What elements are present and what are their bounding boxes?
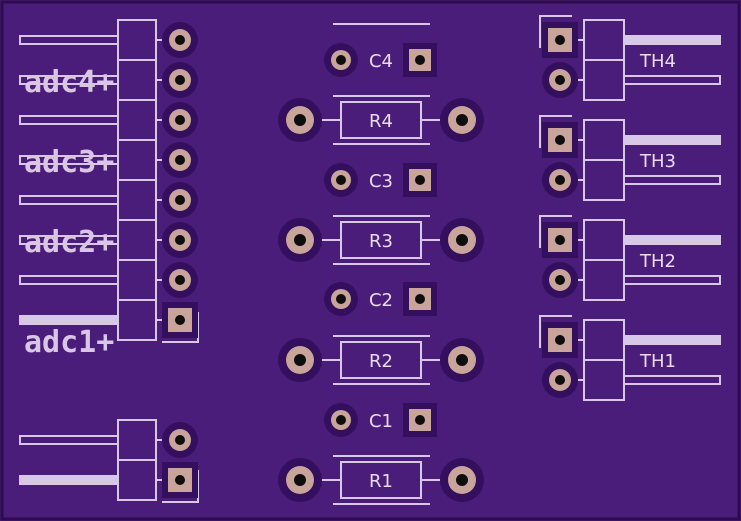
th4-label: TH4 xyxy=(639,51,676,72)
capacitor-c3: C3 xyxy=(324,163,437,197)
connector-th2: TH2 xyxy=(539,215,721,301)
connector-th4: TH4 xyxy=(539,15,721,101)
connector-th1: TH1 xyxy=(539,315,721,401)
left-header-8pin xyxy=(19,19,199,343)
resistor-r3: R3 xyxy=(278,215,484,265)
r4-label: R4 xyxy=(369,111,393,132)
c2-label: C2 xyxy=(369,290,393,311)
connector-th3: TH3 xyxy=(539,115,721,201)
r2-label: R2 xyxy=(369,351,393,372)
th2-label: TH2 xyxy=(639,251,676,272)
adc4-label: adc4+ xyxy=(24,65,114,100)
r3-label: R3 xyxy=(369,231,393,252)
th1-label: TH1 xyxy=(639,351,676,372)
th3-label: TH3 xyxy=(639,151,676,172)
capacitor-c2: C2 xyxy=(324,282,437,316)
resistor-r4: R4 xyxy=(278,95,484,145)
c4-label: C4 xyxy=(369,51,393,72)
adc2-label: adc2+ xyxy=(24,225,114,260)
left-header-pads xyxy=(162,22,198,338)
capacitor-c4: C4 xyxy=(324,23,437,77)
resistor-r1: R1 xyxy=(278,455,484,505)
resistor-r2: R2 xyxy=(278,335,484,385)
capacitor-c1: C1 xyxy=(324,403,437,437)
adc3-label: adc3+ xyxy=(24,145,114,180)
c3-label: C3 xyxy=(369,171,393,192)
r1-label: R1 xyxy=(369,471,393,492)
left-header-2pin-pads xyxy=(162,422,198,498)
adc1-label: adc1+ xyxy=(24,325,114,360)
c1-label: C1 xyxy=(369,411,393,432)
